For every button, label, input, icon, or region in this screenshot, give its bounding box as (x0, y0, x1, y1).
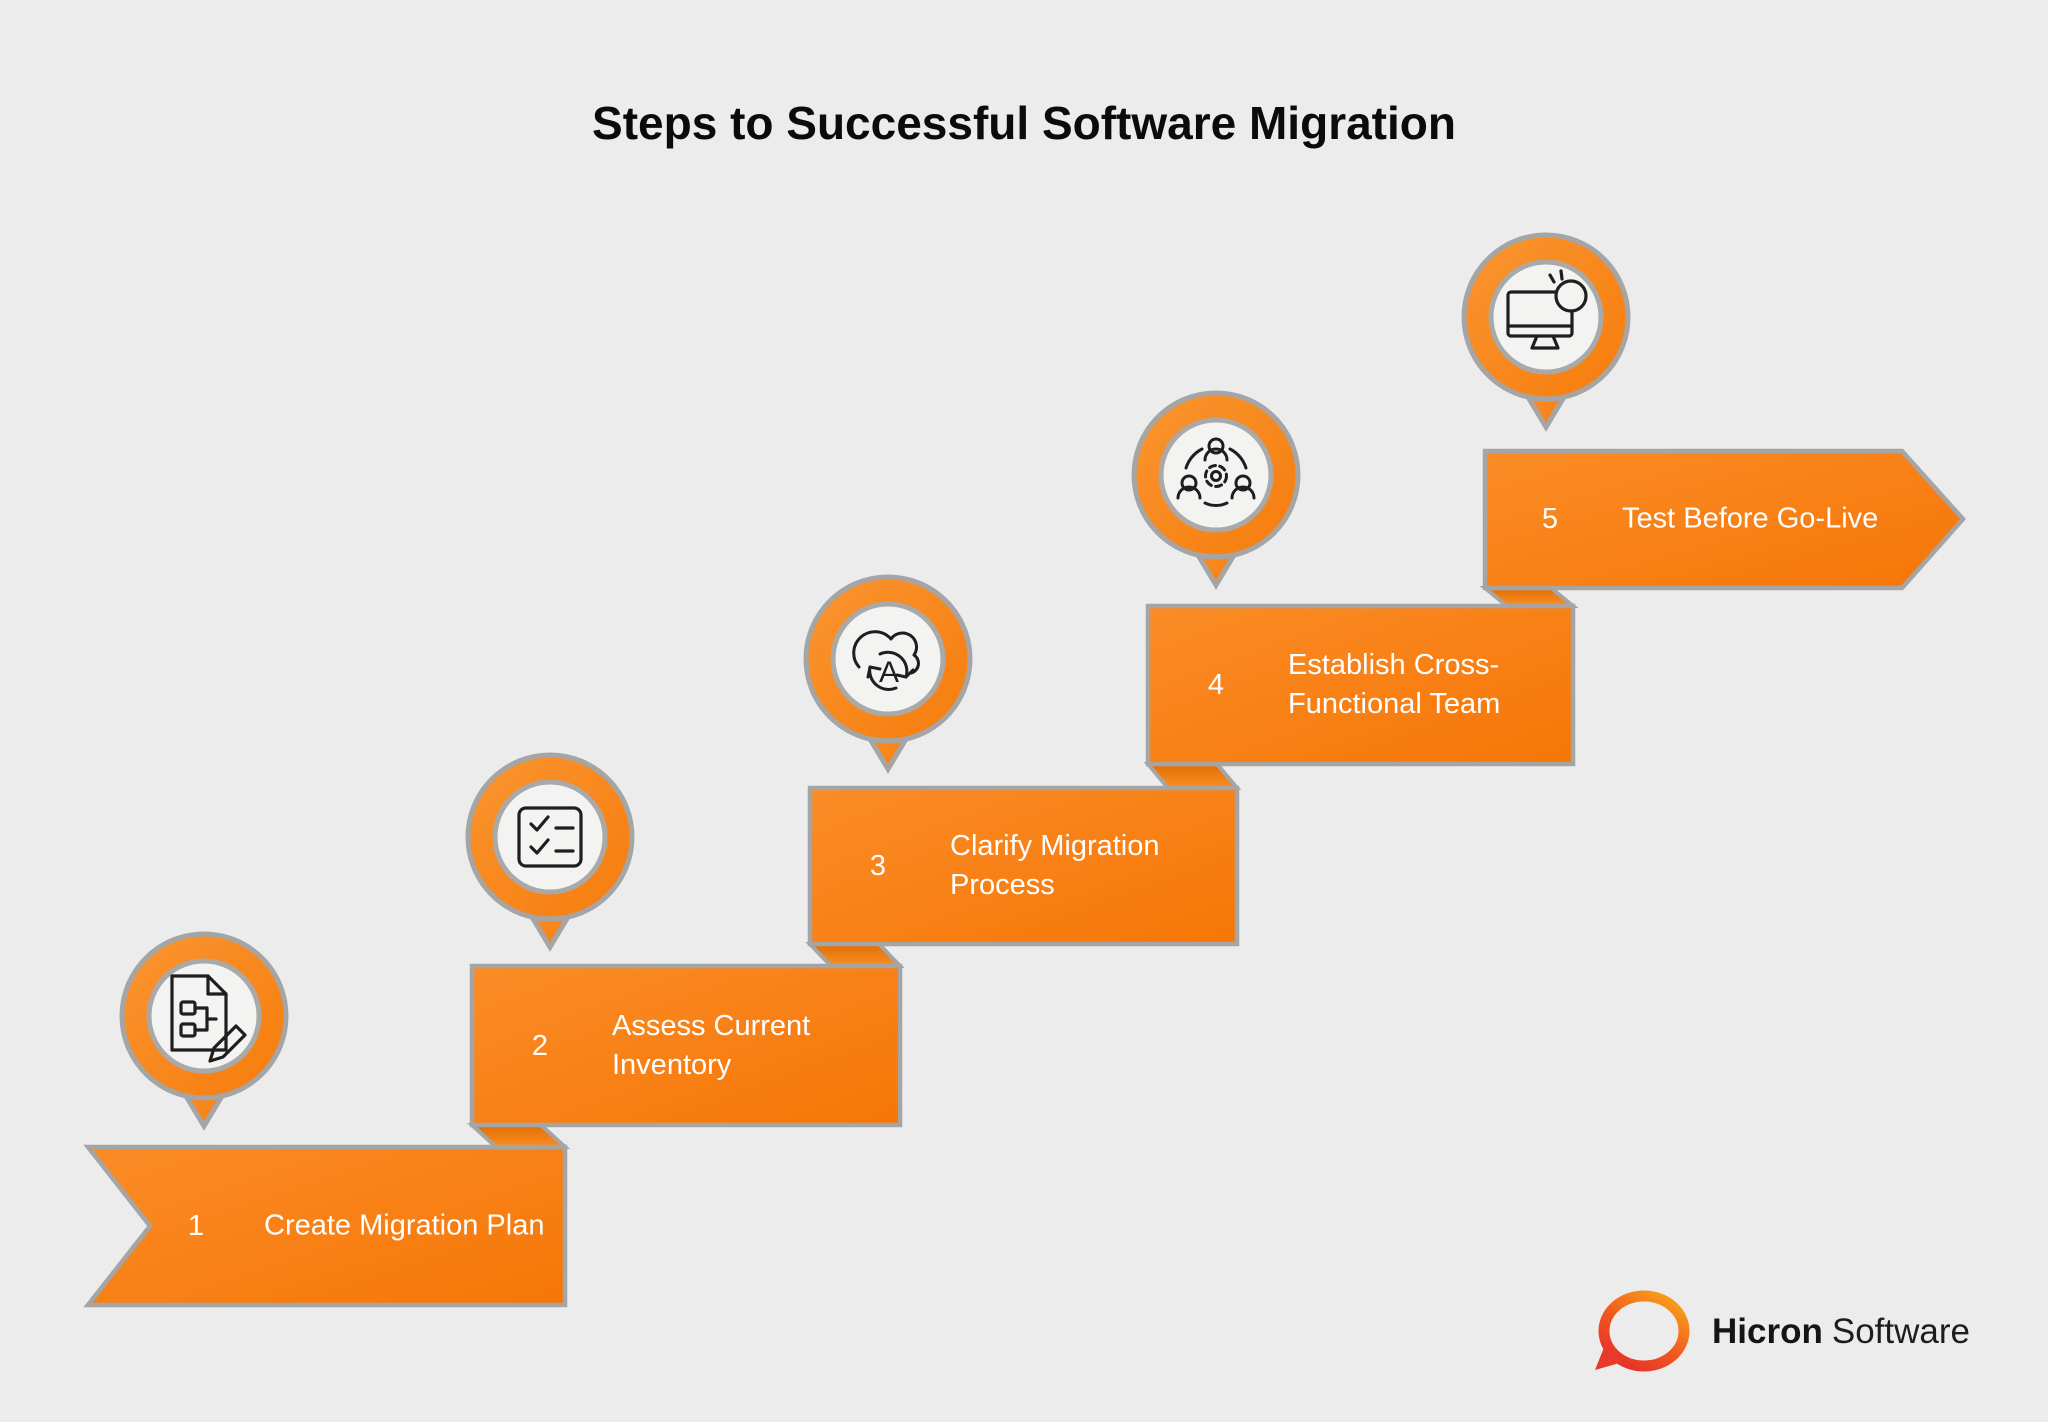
step-2-number: 2 (531, 1030, 549, 1062)
step-5-label: Test Before Go-Live (1622, 502, 1879, 535)
cloud-sync-letter: A (879, 656, 899, 689)
step-3-label: Clarify Migration Process (950, 830, 1160, 901)
page-title: Steps to Successful Software Migration (592, 97, 1456, 149)
step-3-number: 3 (869, 850, 887, 882)
step-5-arrow-banner (1482, 448, 1967, 591)
step-4-pin (1131, 390, 1301, 590)
step-connector-1 (466, 1123, 571, 1149)
monitor-alert-icon (1506, 269, 1588, 350)
step-4-banner (1145, 603, 1576, 767)
step-connector-2 (805, 942, 905, 968)
step-1-banner (83, 1144, 568, 1308)
step-4-label: Establish Cross-Functional Team (1288, 649, 1501, 720)
step-4-number: 4 (1207, 669, 1225, 701)
step-3-pin: A (803, 574, 973, 774)
step-3-banner (807, 785, 1240, 947)
step-5-number: 5 (1541, 503, 1559, 535)
step-connector-4 (1479, 586, 1579, 608)
step-1-label: Create Migration Plan (264, 1209, 545, 1242)
step-5-pin (1461, 232, 1631, 432)
cloud-sync-icon: A (852, 630, 920, 691)
hicron-logo-icon (1595, 1290, 1690, 1372)
team-gear-icon (1176, 437, 1256, 507)
logo-suffix-text: Software (1831, 1312, 1970, 1351)
step-connector-3 (1143, 762, 1242, 790)
step-2-pin (465, 752, 635, 952)
document-plan-icon (170, 974, 247, 1063)
step-1-number: 1 (187, 1210, 205, 1242)
step-1-pin (119, 931, 289, 1131)
checklist-icon (517, 806, 583, 868)
step-2-label: Assess Current Inventory (612, 1010, 811, 1081)
logo-brand-text: Hicron (1712, 1312, 1823, 1351)
step-2-banner (469, 963, 903, 1128)
